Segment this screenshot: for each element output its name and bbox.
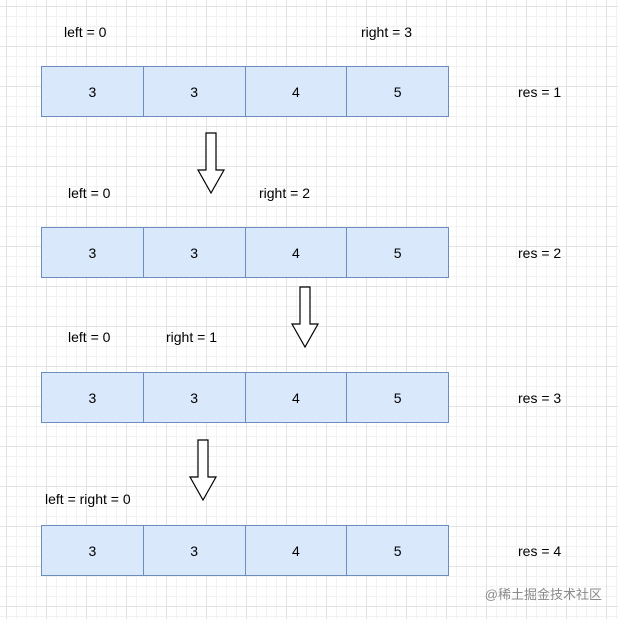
array-cell: 4 (245, 525, 348, 576)
array-cell: 5 (347, 372, 449, 423)
array-cell: 5 (347, 66, 449, 117)
left-pointer-label: left = 0 (68, 329, 111, 345)
down-arrow-icon (290, 286, 320, 348)
result-label: res = 4 (518, 543, 562, 559)
array-cell: 5 (347, 525, 449, 576)
array-cell: 3 (41, 227, 144, 278)
array-cell: 3 (41, 66, 144, 117)
result-label: res = 3 (518, 390, 562, 406)
array-cell: 3 (143, 525, 246, 576)
result-label: res = 2 (518, 245, 562, 261)
right-pointer-label: right = 3 (361, 24, 412, 40)
array-cell: 4 (245, 372, 348, 423)
down-arrow-icon (188, 439, 218, 501)
array-cell: 5 (347, 227, 449, 278)
result-label: res = 1 (518, 84, 562, 100)
right-pointer-label: right = 1 (166, 329, 217, 345)
array-cell: 4 (245, 227, 348, 278)
array-cell: 3 (143, 372, 246, 423)
left-right-pointer-label: left = right = 0 (45, 491, 131, 507)
right-pointer-label: right = 2 (259, 185, 310, 201)
watermark: @稀土掘金技术社区 (484, 587, 602, 602)
array-row: 3 3 4 5 (41, 372, 449, 423)
array-cell: 4 (245, 66, 348, 117)
array-cell: 3 (41, 372, 144, 423)
array-cell: 3 (143, 66, 246, 117)
array-cell: 3 (143, 227, 246, 278)
array-row: 3 3 4 5 (41, 227, 449, 278)
array-row: 3 3 4 5 (41, 525, 449, 576)
down-arrow-icon (196, 132, 226, 194)
array-cell: 3 (41, 525, 144, 576)
left-pointer-label: left = 0 (64, 24, 107, 40)
left-pointer-label: left = 0 (68, 185, 111, 201)
array-row: 3 3 4 5 (41, 66, 449, 117)
